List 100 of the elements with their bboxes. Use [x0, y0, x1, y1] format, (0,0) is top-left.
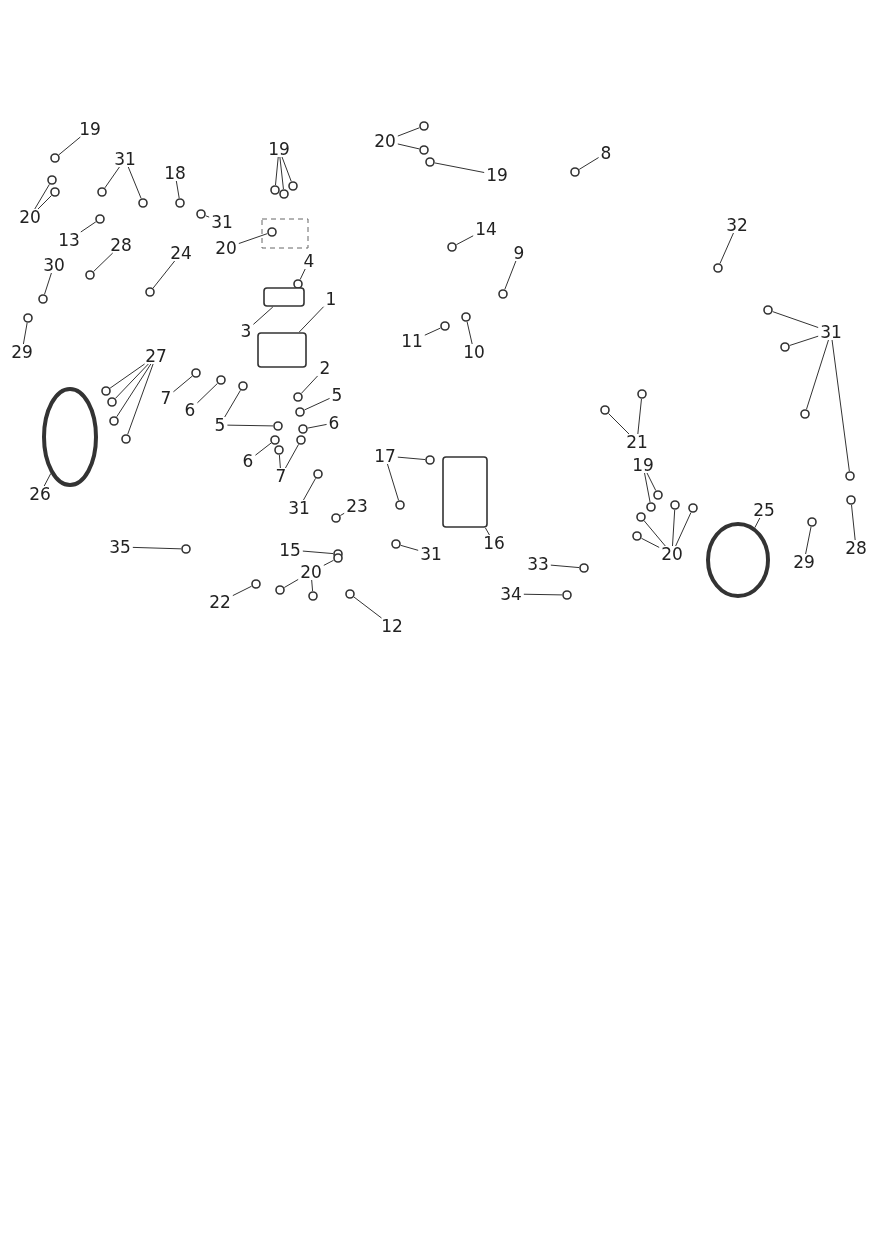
callout-number: 5: [213, 415, 227, 435]
part-marker: [270, 435, 280, 445]
part-marker: [419, 145, 429, 155]
part-marker: [419, 121, 429, 131]
part-marker: [293, 279, 303, 289]
callout-number: 20: [373, 131, 397, 151]
part-marker: [238, 381, 248, 391]
part-drawing: [706, 522, 770, 598]
part-marker: [461, 312, 471, 322]
part-marker: [293, 392, 303, 402]
leader-line: [114, 363, 149, 399]
part-drawing: [42, 387, 98, 487]
leader-line: [339, 512, 345, 516]
leader-line: [34, 183, 50, 210]
part-marker: [600, 405, 610, 415]
leader-line: [646, 472, 657, 492]
leader-line: [455, 235, 474, 246]
leader-line: [300, 375, 319, 394]
leader-line: [484, 527, 490, 536]
part-marker: [288, 181, 298, 191]
part-marker: [579, 563, 589, 573]
part-marker: [425, 455, 435, 465]
callout-number: 12: [380, 616, 404, 636]
part-marker: [181, 544, 191, 554]
leader-line: [523, 593, 563, 596]
part-marker: [279, 189, 289, 199]
part-marker: [196, 209, 206, 219]
leader-line: [22, 322, 28, 345]
part-marker: [50, 187, 60, 197]
leader-line: [238, 233, 268, 245]
part-marker: [636, 512, 646, 522]
part-marker: [498, 289, 508, 299]
leader-line: [109, 363, 146, 389]
part-marker: [175, 198, 185, 208]
part-marker: [570, 167, 580, 177]
callout-number: 25: [752, 500, 776, 520]
callout-number: 30: [42, 255, 66, 275]
leader-line: [789, 335, 819, 346]
part-marker: [313, 469, 323, 479]
callout-number: 31: [819, 322, 843, 342]
part-marker: [637, 389, 647, 399]
callout-number: 1: [324, 289, 338, 309]
leader-line: [400, 544, 419, 551]
leader-line: [719, 232, 734, 264]
leader-line: [608, 413, 630, 435]
part-marker: [713, 263, 723, 273]
leader-line: [104, 166, 120, 189]
leader-line: [224, 389, 241, 418]
part-marker: [47, 175, 57, 185]
callout-number: 14: [474, 219, 498, 239]
leader-line: [132, 546, 182, 550]
leader-line: [127, 166, 142, 199]
leader-line: [307, 423, 328, 429]
callout-number: 6: [327, 413, 341, 433]
leader-line: [643, 520, 666, 547]
part-marker: [109, 416, 119, 426]
leader-line: [152, 260, 176, 289]
leader-line: [644, 472, 651, 503]
part-drawing: [442, 456, 488, 528]
callout-number: 16: [482, 533, 506, 553]
part-marker: [145, 287, 155, 297]
part-marker: [391, 539, 401, 549]
callout-number: 17: [373, 446, 397, 466]
callout-number: 10: [462, 342, 486, 362]
leader-line: [302, 550, 334, 555]
part-marker: [38, 294, 48, 304]
part-marker: [845, 471, 855, 481]
leader-line: [232, 585, 253, 597]
leader-line: [805, 526, 812, 555]
leader-line: [397, 143, 420, 150]
callout-number: 31: [210, 212, 234, 232]
callout-number: 19: [267, 139, 291, 159]
leader-line: [302, 477, 317, 501]
leader-line: [284, 443, 300, 469]
part-marker: [345, 589, 355, 599]
leader-line: [278, 454, 281, 469]
part-marker: [296, 435, 306, 445]
part-marker: [295, 407, 305, 417]
part-marker: [763, 305, 773, 315]
leader-line: [772, 311, 819, 328]
leader-line: [43, 472, 52, 487]
callout-number: 19: [631, 455, 655, 475]
leader-line: [466, 321, 473, 345]
part-marker: [85, 270, 95, 280]
part-marker: [447, 242, 457, 252]
part-drawing: [263, 287, 305, 307]
callout-number: 4: [302, 251, 316, 271]
callout-number: 13: [57, 230, 81, 250]
callout-number: 18: [163, 163, 187, 183]
part-marker: [97, 187, 107, 197]
part-marker: [632, 531, 642, 541]
leader-line: [675, 512, 692, 547]
callout-number: 19: [485, 165, 509, 185]
part-marker: [333, 553, 343, 563]
part-marker: [50, 153, 60, 163]
callout-number: 31: [287, 498, 311, 518]
leader-line: [397, 127, 420, 137]
leader-line: [37, 195, 52, 210]
part-marker: [846, 495, 856, 505]
callout-number: 20: [660, 544, 684, 564]
